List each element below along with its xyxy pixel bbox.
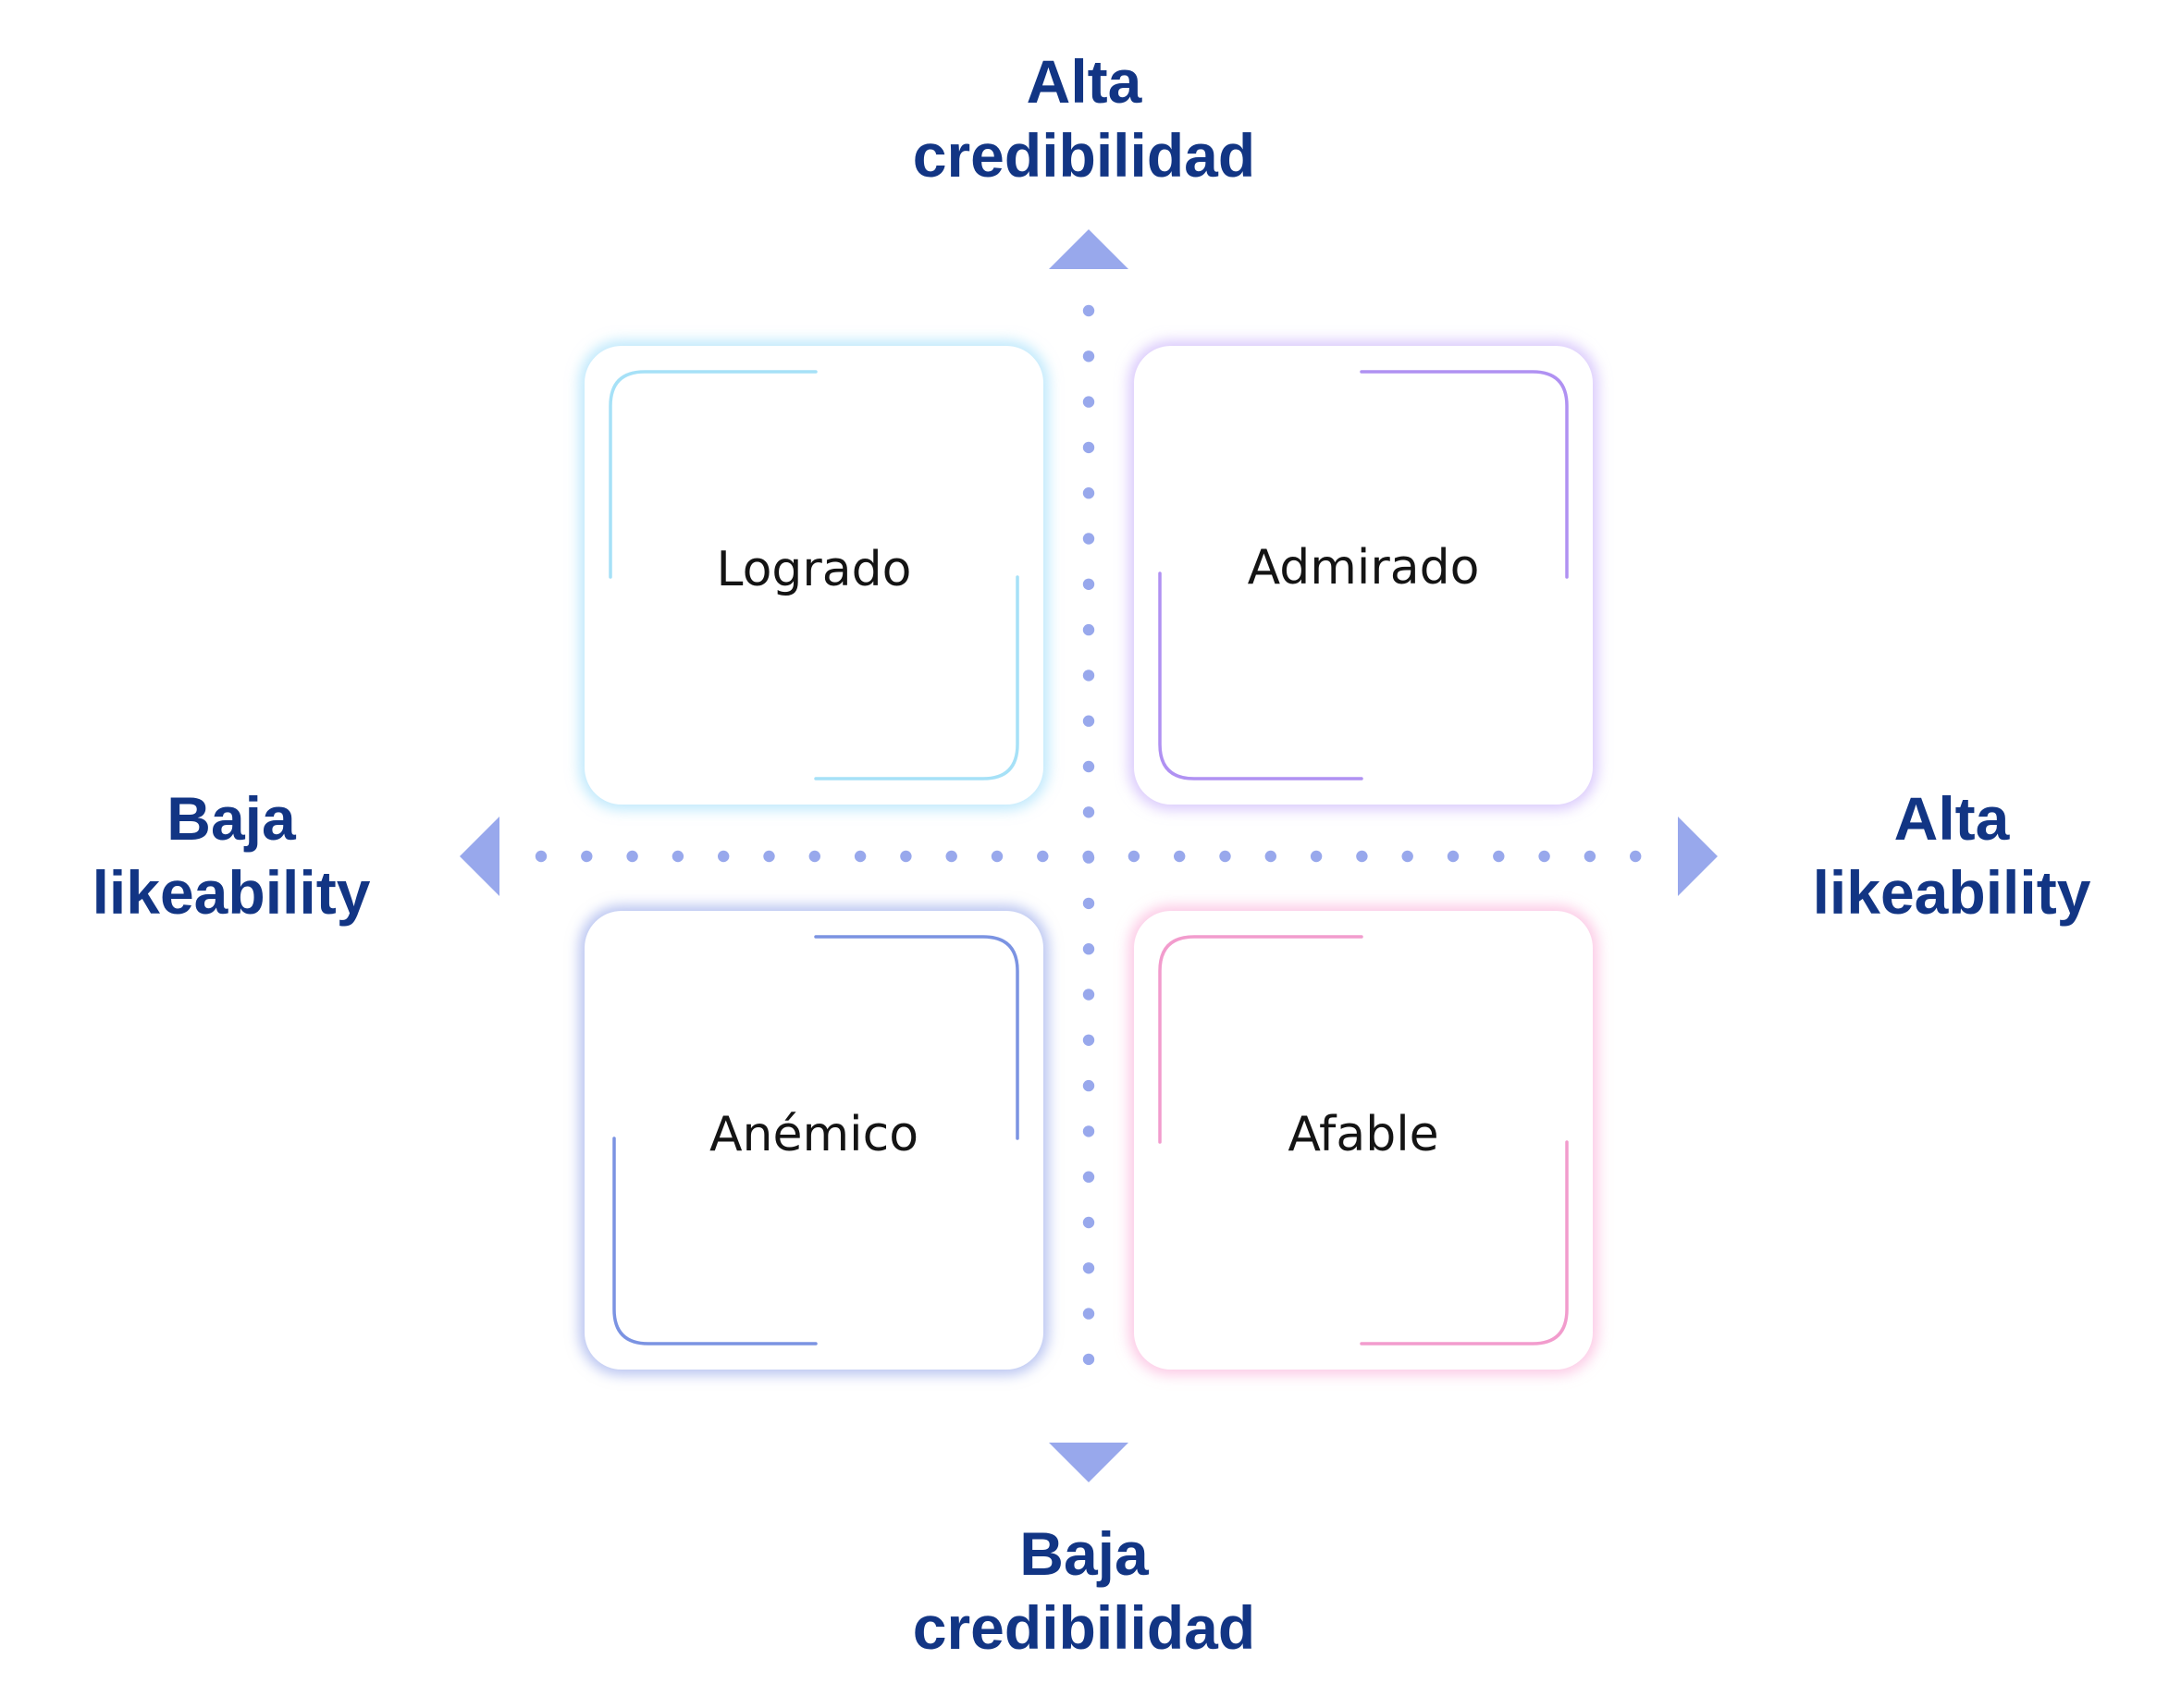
axis-label-right: Alta likeability — [1748, 781, 2155, 929]
axis-dot — [1401, 850, 1413, 863]
axis-dot — [1630, 850, 1642, 863]
axis-dot — [1082, 1171, 1095, 1183]
axis-dot — [900, 850, 912, 863]
arrow-up-icon — [1049, 229, 1128, 269]
axis-dot — [1538, 850, 1550, 863]
axis-dot — [1082, 850, 1094, 863]
quadrant-frame-decoration — [1158, 370, 1569, 780]
quadrant-frame-decoration — [609, 370, 1019, 780]
axis-dot — [1082, 1216, 1095, 1229]
axis-dot — [1219, 850, 1231, 863]
axis-dot — [1082, 578, 1095, 590]
quadrant-bottom-right: Afable — [1134, 911, 1593, 1370]
axis-dot — [1128, 850, 1140, 863]
axis-dot — [763, 850, 775, 863]
axis-dot — [854, 850, 867, 863]
axis-dot — [1082, 533, 1095, 545]
quadrant-top-right: Admirado — [1134, 346, 1593, 805]
horizontal-axis-dots — [535, 850, 1642, 863]
quadrant-label-logrado: Logrado — [716, 542, 912, 597]
axis-dot — [1082, 441, 1095, 454]
axis-dot — [1082, 487, 1095, 499]
axis-dot — [1082, 897, 1095, 910]
axis-label-bottom-line2: credibilidad — [912, 1593, 1256, 1662]
axis-dot — [1082, 1125, 1095, 1137]
axis-label-right-line2: likeability — [1812, 858, 2091, 927]
axis-dot — [1174, 850, 1186, 863]
axis-dot — [626, 850, 638, 863]
axis-dot — [1082, 1262, 1095, 1274]
quadrant-top-left: Logrado — [585, 346, 1043, 805]
axis-label-left-line1: Baja — [166, 784, 296, 853]
axis-dot — [1584, 850, 1596, 863]
axis-dot — [672, 850, 684, 863]
axis-dot — [535, 850, 548, 863]
arrow-down-icon — [1049, 1443, 1128, 1482]
arrow-right-icon — [1678, 817, 1718, 896]
vertical-axis-dots — [1082, 304, 1095, 1366]
axis-dot — [718, 850, 730, 863]
axis-label-top-line2: credibilidad — [912, 121, 1256, 190]
axis-dot — [1082, 715, 1095, 727]
axis-dot — [945, 850, 957, 863]
arrow-left-icon — [460, 817, 499, 896]
quadrant-bottom-left: Anémico — [585, 911, 1043, 1370]
axis-dot — [1082, 396, 1095, 408]
quadrant-frame-decoration — [612, 935, 1019, 1346]
axis-dot — [1082, 623, 1095, 636]
axis-label-left-line2: likeability — [92, 858, 371, 927]
axis-dot — [1447, 850, 1460, 863]
quadrant-frame-decoration — [1158, 935, 1569, 1346]
axis-label-bottom-line1: Baja — [1019, 1519, 1149, 1588]
axis-dot — [1082, 760, 1095, 773]
axis-dot — [1356, 850, 1368, 863]
axis-label-right-line1: Alta — [1893, 784, 2010, 853]
axis-dot — [1082, 989, 1095, 1001]
quadrant-label-admirado: Admirado — [1247, 540, 1480, 596]
axis-dot — [1082, 350, 1095, 362]
axis-dot — [808, 850, 820, 863]
axis-dot — [1310, 850, 1323, 863]
axis-dot — [1082, 304, 1095, 317]
axis-dot — [1082, 1308, 1095, 1320]
axis-dot — [1264, 850, 1277, 863]
axis-dot — [581, 850, 593, 863]
axis-dot — [1082, 1079, 1095, 1092]
axis-label-top-line1: Alta — [1026, 47, 1142, 116]
quadrant-label-anemico: Anémico — [709, 1107, 919, 1162]
axis-label-bottom: Baja credibilidad — [807, 1517, 1362, 1665]
axis-label-left: Baja likeability — [28, 781, 435, 929]
axis-dot — [991, 850, 1004, 863]
axis-label-top: Alta credibilidad — [807, 44, 1362, 192]
axis-dot — [1082, 806, 1095, 818]
axis-dot — [1082, 1034, 1095, 1047]
quadrant-label-afable: Afable — [1288, 1107, 1439, 1162]
axis-dot — [1082, 670, 1095, 682]
axis-dot — [1082, 942, 1095, 955]
axis-dot — [1493, 850, 1505, 863]
axis-dot — [1082, 1353, 1095, 1366]
axis-dot — [1037, 850, 1049, 863]
